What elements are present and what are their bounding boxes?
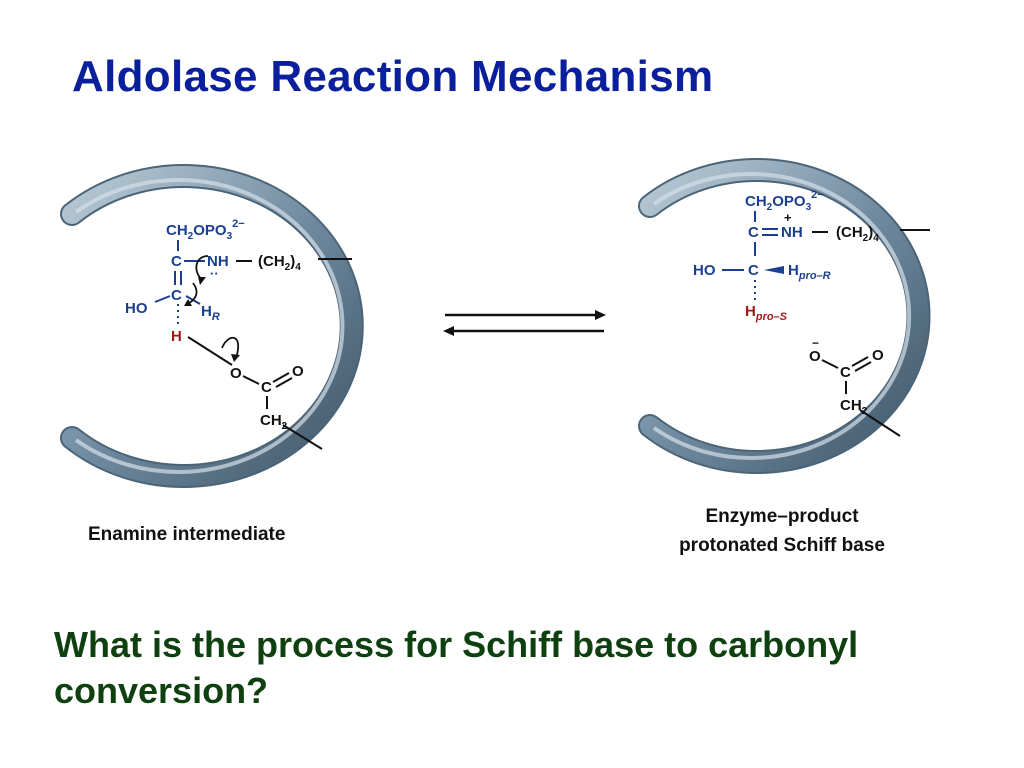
left-ch2-label: CH (166, 222, 188, 239)
right-ch2-4: (CH (836, 224, 863, 241)
right-plus: + (784, 210, 792, 225)
left-ho: HO (125, 300, 148, 317)
left-ch2-bottom: CH (260, 412, 282, 429)
left-c-carboxyl: C (261, 379, 272, 396)
left-o: O (230, 365, 242, 382)
right-hpror: H (788, 262, 799, 279)
left-c-top: C (171, 253, 182, 270)
right-ch2-bottom: CH (840, 397, 862, 414)
right-ch2-label: CH (745, 193, 767, 210)
svg-text:CH2OPO32−: CH2OPO32− (166, 218, 245, 242)
left-o2: O (292, 363, 304, 380)
equilibrium-arrows (443, 310, 606, 336)
right-minus: − (812, 336, 819, 350)
right-c-carboxyl: C (840, 364, 851, 381)
svg-text:Hpro–R: Hpro–R (788, 262, 831, 282)
left-lone-pair: ·· (210, 266, 219, 281)
svg-text:Hpro–S: Hpro–S (745, 303, 788, 323)
left-hr: H (201, 303, 212, 320)
right-c-top: C (748, 224, 759, 241)
svg-text:CH2: CH2 (840, 397, 868, 417)
right-ho: HO (693, 262, 716, 279)
right-o2: O (872, 347, 884, 364)
svg-text:CH2OPO32−: CH2OPO32− (745, 189, 824, 213)
right-caption-line1: Enzyme–product (705, 506, 859, 527)
left-enzyme-ring (60, 164, 364, 488)
left-nh: NH (207, 253, 229, 270)
right-enzyme-ring (638, 158, 931, 474)
left-h-red: H (171, 328, 182, 345)
svg-text:CH2: CH2 (260, 412, 288, 432)
right-c-mid: C (748, 262, 759, 279)
right-caption-line2: protonated Schiff base (679, 535, 885, 556)
svg-text:HR: HR (201, 303, 220, 323)
left-ch2-4: (CH (258, 253, 285, 270)
left-caption: Enamine intermediate (88, 524, 285, 545)
right-structure: CH2OPO32− + C NH (CH2)4 HO C Hpro–R Hpro… (693, 189, 930, 437)
slide-title: Aldolase Reaction Mechanism (72, 52, 714, 101)
right-o-minus: O (809, 348, 821, 365)
svg-text:(CH2)4: (CH2)4 (258, 253, 301, 273)
right-nh: NH (781, 224, 803, 241)
reaction-diagram: CH2OPO32− C NH ·· (CH2)4 C HO HR H O C O… (60, 158, 931, 556)
right-hpros: H (745, 303, 756, 320)
left-structure: CH2OPO32− C NH ·· (CH2)4 C HO HR H O C O… (125, 218, 352, 450)
svg-text:(CH2)4: (CH2)4 (836, 224, 879, 244)
left-c-mid: C (171, 287, 182, 304)
question-text: What is the process for Schiff base to c… (54, 624, 859, 711)
